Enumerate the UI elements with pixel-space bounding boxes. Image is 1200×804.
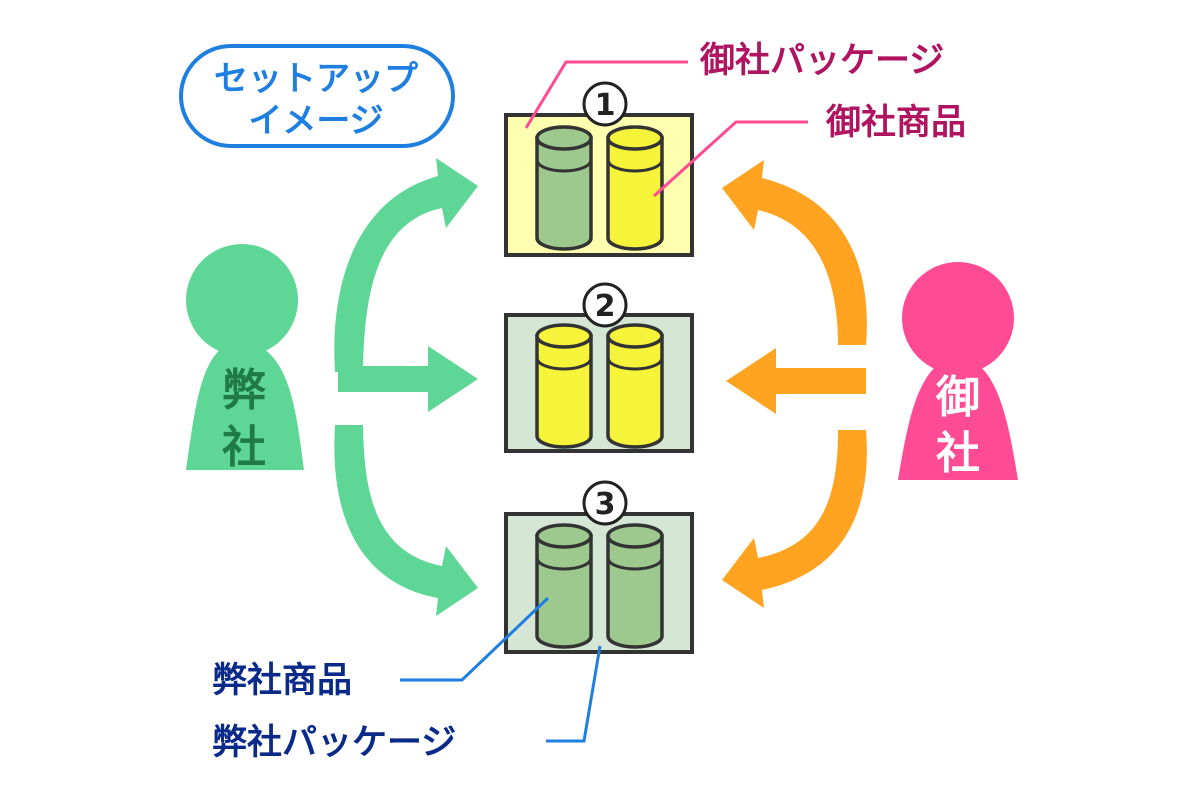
can-lid: [606, 125, 664, 151]
client-company-body: [898, 355, 1018, 480]
green-arrow-bottom: [334, 425, 478, 616]
can-lid: [606, 523, 664, 549]
client-company-head: [902, 262, 1014, 374]
can-band: [535, 357, 593, 371]
client-package-leader: [524, 60, 688, 129]
option-2: 2: [504, 282, 694, 453]
option-2-number: 2: [595, 289, 616, 324]
our-company-arrows: [334, 158, 478, 616]
option-1-number: 1: [595, 88, 616, 123]
title-badge: セットアップ イメージ: [179, 44, 455, 148]
can-band: [535, 159, 593, 173]
title-badge-line1: セットアップ: [214, 59, 418, 99]
our-company-body: [186, 340, 304, 470]
orange-arrow-bottom: [722, 430, 867, 608]
client-company-arrows: [722, 160, 867, 608]
product-cans: [535, 125, 664, 649]
callout-lines: [400, 60, 808, 743]
option-3: 3: [504, 480, 694, 654]
option-1-can-left: [535, 125, 593, 251]
can-body: [606, 534, 664, 649]
can-lid: [535, 125, 593, 151]
option-1-can-right: [606, 125, 664, 251]
client-product-leader: [652, 120, 808, 198]
client-product-label: 御社商品: [825, 103, 966, 143]
our-company-label-2: 社: [222, 422, 266, 473]
option-2-box: [504, 313, 694, 453]
can-lid: [535, 323, 593, 349]
green-arrow-top: [334, 158, 478, 372]
can-band: [606, 357, 664, 371]
can-lid: [606, 323, 664, 349]
our-company-figure: 弊 社: [186, 244, 304, 473]
client-company-label-1: 御: [935, 372, 980, 423]
option-2-badge: [582, 282, 628, 328]
can-band: [535, 557, 593, 571]
can-body: [535, 334, 593, 449]
option-2-can-right: [606, 323, 664, 449]
option-3-badge: [582, 480, 628, 526]
our-company-head: [186, 244, 298, 356]
can-body: [535, 534, 593, 649]
can-body: [535, 136, 593, 251]
option-2-can-left: [535, 323, 593, 449]
our-package-label: 弊社パッケージ: [212, 723, 456, 763]
option-3-box: [504, 512, 694, 654]
can-band: [606, 159, 664, 173]
orange-arrow-middle: [726, 348, 866, 414]
option-3-can-right: [606, 523, 664, 649]
can-lid: [535, 523, 593, 549]
option-1: 1: [504, 81, 694, 257]
our-product-label: 弊社商品: [212, 661, 352, 701]
option-3-number: 3: [595, 487, 616, 522]
our-package-leader: [546, 645, 602, 743]
option-1-badge: [582, 81, 628, 127]
option-3-can-left: [535, 523, 593, 649]
our-company-label-1: 弊: [222, 365, 266, 416]
client-company-figure: 御 社: [898, 262, 1018, 480]
can-body: [606, 334, 664, 449]
green-arrow-middle: [338, 346, 478, 412]
can-band: [606, 557, 664, 571]
client-package-label: 御社パッケージ: [699, 41, 944, 81]
orange-arrow-top: [722, 160, 867, 345]
can-body: [606, 136, 664, 251]
title-badge-line2: イメージ: [248, 101, 383, 141]
our-product-leader: [400, 596, 550, 682]
client-company-label-2: 社: [936, 428, 980, 479]
